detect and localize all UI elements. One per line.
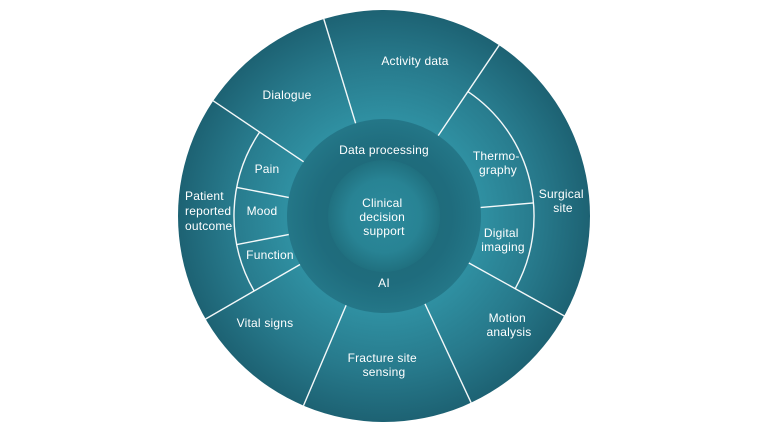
segment-label-patient-reported-outcome: Patient reported outcome [185,189,235,233]
segment-label-digital-imaging: Digital imaging [481,226,524,254]
sector-divider-line [437,44,500,137]
inner-ring-label-ai: AI [378,276,390,290]
sector-divider-line [212,100,305,163]
band-divider-arc-right [467,91,535,290]
sector-divider-line [467,261,565,317]
center-circle [328,160,440,272]
sector-divider-line [423,302,472,403]
sector-divider-line [323,18,357,125]
band-divider-line [479,202,534,209]
band-divider-arc-left [233,131,261,292]
sector-dividers [205,18,565,406]
sector-divider-line [302,304,348,406]
segment-label-mood: Mood [247,204,278,218]
segment-label-pain: Pain [255,162,280,176]
segment-label-dialogue: Dialogue [263,88,312,102]
sector-divider-line [205,263,302,320]
center-label-clinical-decision-support: Clinical decision support [359,196,408,238]
segment-label-function: Function [246,248,294,262]
band-divider-line [236,186,290,199]
band-divider-line [236,233,290,246]
segment-label-motion-analysis: Motion analysis [487,311,532,339]
segment-label-vital-signs: Vital signs [237,316,294,330]
segment-label-activity-data: Activity data [381,54,448,68]
segment-label-thermography: Thermo- graphy [473,149,523,177]
segment-label-surgical-site: Surgical site [539,187,588,215]
segment-label-fracture-site-sensing: Fracture site sensing [348,351,421,379]
inner-ring-label-data-processing: Data processing [339,143,429,157]
